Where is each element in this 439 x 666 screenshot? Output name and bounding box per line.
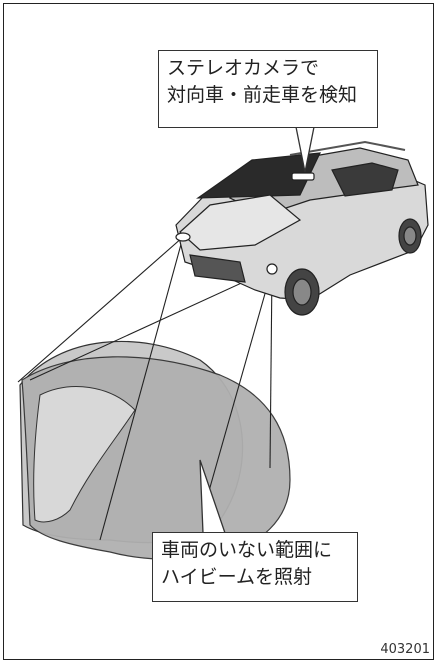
stereo-camera <box>291 172 315 181</box>
callout-pointer-camera <box>295 126 315 173</box>
headlamp-left <box>175 232 191 242</box>
beam-callout-line1: 車両のいない範囲に <box>161 539 333 561</box>
beam-callout-line2: ハイビームを照射 <box>161 566 313 588</box>
headlamp-right <box>266 263 278 275</box>
camera-callout-line2: 対向車・前走車を検知 <box>167 84 358 106</box>
car-side-window <box>331 162 399 197</box>
callout-pointer-beam <box>199 459 226 534</box>
camera-callout: ステレオカメラで 対向車・前走車を検知 <box>158 50 378 128</box>
car-hood <box>179 194 302 251</box>
figure-number: 403201 <box>380 642 430 657</box>
figure-frame <box>3 3 434 660</box>
excluded-zone <box>33 386 136 523</box>
car-grille <box>189 254 246 283</box>
beam-lines <box>17 236 273 541</box>
car <box>175 140 429 316</box>
beam-callout: 車両のいない範囲に ハイビームを照射 <box>152 532 358 602</box>
camera-callout-line1: ステレオカメラで <box>167 57 320 79</box>
